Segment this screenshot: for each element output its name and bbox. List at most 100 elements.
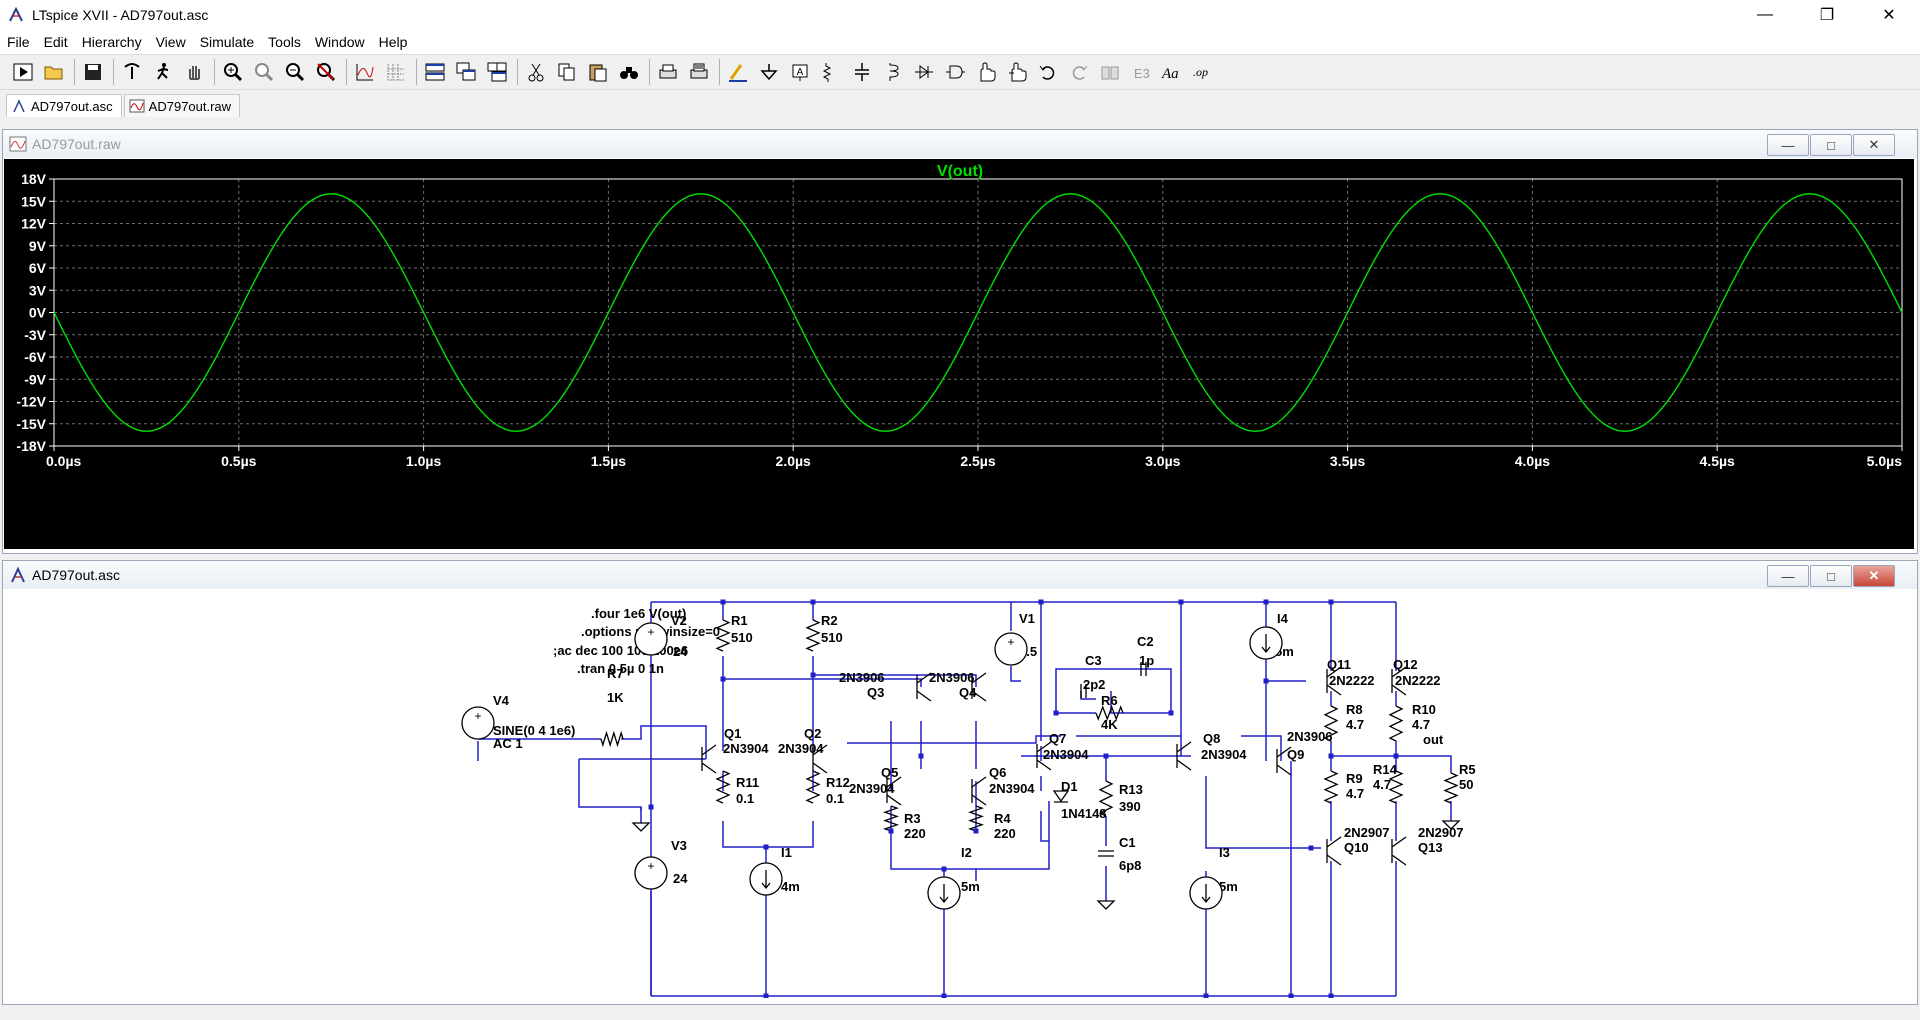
- spice-directive[interactable]: .four 1e6 V(out): [591, 606, 686, 621]
- transistor-icon[interactable]: [1391, 836, 1407, 866]
- resistor-icon[interactable]: [600, 730, 624, 748]
- component-label-r11[interactable]: R11: [736, 775, 759, 790]
- component-label-q10m[interactable]: 2N2907: [1344, 825, 1390, 840]
- menu-file[interactable]: File: [7, 34, 30, 50]
- component-label-q6[interactable]: Q6: [989, 765, 1006, 780]
- component-label-q13m[interactable]: 2N2907: [1418, 825, 1464, 840]
- resistor-icon[interactable]: [1388, 770, 1404, 804]
- print-preview-icon[interactable]: [686, 59, 712, 85]
- component-label-r8v[interactable]: 4.7: [1346, 717, 1364, 732]
- component-label-r6v[interactable]: 4K: [1101, 717, 1118, 732]
- component-label-v3v[interactable]: 24: [673, 871, 688, 886]
- component-symbols[interactable]: ++++: [461, 599, 1461, 999]
- component-label-r13[interactable]: R13: [1119, 782, 1143, 797]
- redo-icon[interactable]: [1066, 59, 1092, 85]
- tile-vertical-icon[interactable]: [484, 59, 510, 85]
- component-icon[interactable]: [942, 59, 968, 85]
- component-label-d1[interactable]: D1: [1061, 779, 1078, 794]
- capacitor-icon[interactable]: [1080, 684, 1087, 698]
- transistor-icon[interactable]: [1326, 666, 1342, 696]
- schematic-maximize-button[interactable]: □: [1810, 565, 1852, 587]
- transistor-icon[interactable]: [1176, 741, 1192, 771]
- save-icon[interactable]: [80, 59, 106, 85]
- component-label-c2[interactable]: C2: [1137, 634, 1154, 649]
- component-label-c1v[interactable]: 6p8: [1119, 858, 1141, 873]
- menu-window[interactable]: Window: [314, 34, 365, 50]
- component-label-v2[interactable]: V2: [671, 613, 687, 628]
- text-icon[interactable]: Aa: [1159, 59, 1185, 85]
- pan-icon[interactable]: [181, 59, 207, 85]
- component-label-q7[interactable]: Q7: [1049, 731, 1066, 746]
- draw-wire-icon[interactable]: [725, 59, 751, 85]
- diode-icon[interactable]: [1052, 790, 1070, 803]
- component-label-v1[interactable]: V1: [1019, 611, 1035, 626]
- component-label-r10[interactable]: R10: [1412, 702, 1436, 717]
- transistor-icon[interactable]: [971, 672, 987, 702]
- component-label-r12[interactable]: R12: [826, 775, 850, 790]
- component-label-d1m[interactable]: 1N4148: [1061, 806, 1107, 821]
- ground-icon[interactable]: [756, 59, 782, 85]
- transistor-icon[interactable]: [971, 776, 987, 806]
- menu-simulate[interactable]: Simulate: [199, 34, 255, 50]
- component-label-r1v[interactable]: 510: [731, 630, 753, 645]
- voltage-source-icon[interactable]: [461, 706, 495, 740]
- trace-line[interactable]: [53, 193, 1903, 432]
- voltage-source-icon[interactable]: [634, 622, 668, 656]
- component-label-q12m[interactable]: 2N2222: [1395, 673, 1441, 688]
- transistor-icon[interactable]: [886, 776, 902, 806]
- component-label-c2v[interactable]: 1p: [1139, 653, 1154, 668]
- autorange-icon[interactable]: [352, 59, 378, 85]
- component-label-r4[interactable]: R4: [994, 811, 1011, 826]
- resistor-icon[interactable]: [805, 770, 821, 804]
- capacitor-icon[interactable]: [1098, 850, 1114, 857]
- schematic-close-button[interactable]: ✕: [1853, 565, 1895, 587]
- menu-edit[interactable]: Edit: [43, 34, 68, 50]
- tab-schematic[interactable]: AD797out.asc: [6, 94, 122, 117]
- schematic-minimize-button[interactable]: —: [1767, 565, 1809, 587]
- component-label-r9v[interactable]: 4.7: [1346, 786, 1364, 801]
- trace-title[interactable]: V(out): [937, 163, 983, 180]
- menu-view[interactable]: View: [155, 34, 186, 50]
- component-label-v4ac[interactable]: AC 1: [493, 736, 523, 751]
- component-label-q9m[interactable]: 2N3906: [1287, 729, 1333, 744]
- transistor-icon[interactable]: [812, 744, 828, 774]
- component-label-r5[interactable]: R5: [1459, 762, 1476, 777]
- mirror-icon[interactable]: E3: [1128, 59, 1154, 85]
- trace-v-out[interactable]: [53, 193, 1903, 432]
- zoom-in-icon[interactable]: [220, 59, 246, 85]
- transistor-icon[interactable]: [701, 744, 717, 774]
- schematic-drawing[interactable]: .four 1e6 V(out).options plotwinsize=0;a…: [11, 591, 1909, 999]
- component-label-q13[interactable]: Q13: [1418, 840, 1443, 855]
- menu-tools[interactable]: Tools: [268, 34, 301, 50]
- component-label-q8m[interactable]: 2N3904: [1201, 747, 1247, 762]
- component-label-r5v[interactable]: 50: [1459, 777, 1473, 792]
- paste-icon[interactable]: [585, 59, 611, 85]
- tab-waveform[interactable]: AD797out.raw: [123, 94, 241, 117]
- open-icon[interactable]: [41, 59, 67, 85]
- component-label-v2v[interactable]: 24: [673, 644, 688, 659]
- component-label-r7[interactable]: R7: [607, 666, 624, 681]
- component-label-q3m[interactable]: 2N3906: [839, 670, 885, 685]
- undo-icon[interactable]: [1035, 59, 1061, 85]
- transistor-icon[interactable]: [1391, 666, 1407, 696]
- resistor-icon[interactable]: [1095, 705, 1124, 721]
- move-icon[interactable]: [973, 59, 999, 85]
- resistor-icon[interactable]: [805, 619, 821, 652]
- component-label-q11[interactable]: Q11: [1327, 657, 1351, 672]
- component-label-c1[interactable]: C1: [1119, 835, 1136, 850]
- component-label-q11m[interactable]: 2N2222: [1329, 673, 1375, 688]
- print-icon[interactable]: [655, 59, 681, 85]
- restore-button[interactable]: ❐: [1819, 7, 1835, 24]
- spice-directive[interactable]: .tran 0 5µ 0 1n: [577, 661, 664, 676]
- component-label-r14[interactable]: R14: [1373, 762, 1398, 777]
- run-icon[interactable]: [10, 59, 36, 85]
- component-label-q4m[interactable]: 2N3906: [929, 670, 975, 685]
- resistor-icon[interactable]: [1323, 770, 1339, 804]
- resistor-icon[interactable]: [1323, 705, 1339, 742]
- capacitor-icon[interactable]: [1140, 662, 1147, 676]
- resistor-icon[interactable]: [715, 770, 731, 804]
- component-label-i1v[interactable]: 4m: [781, 879, 800, 894]
- component-label-i2v[interactable]: 5m: [961, 879, 980, 894]
- resistor-icon[interactable]: [1443, 772, 1459, 804]
- component-label-r3v[interactable]: 220: [904, 826, 926, 841]
